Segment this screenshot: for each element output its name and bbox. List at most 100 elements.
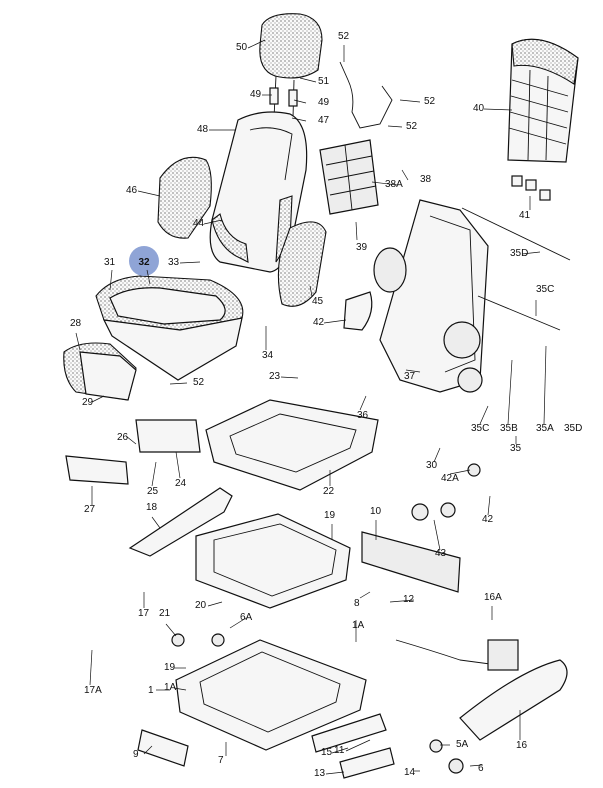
leader-line: [109, 269, 113, 291]
callout-label: 33: [168, 257, 180, 268]
leader-line: [521, 251, 541, 255]
callout-label: 45: [312, 296, 324, 307]
callout-label: 47: [318, 115, 330, 126]
leader-line: [291, 117, 307, 122]
leader-line: [389, 599, 415, 603]
leader-line: [543, 345, 547, 425]
leader-line: [399, 99, 421, 103]
callout-label: 25: [147, 486, 159, 497]
callout-label: 19: [324, 510, 336, 521]
leader-line: [169, 382, 188, 385]
callout-label: 14: [404, 767, 416, 778]
callout-label: 32: [138, 257, 150, 268]
callout-label: 50: [236, 42, 248, 53]
callout-label: 49: [318, 97, 330, 108]
callout-label: 31: [104, 257, 116, 268]
callout-label: 34: [262, 350, 274, 361]
leader-lines: [75, 39, 547, 775]
callout-label: 22: [323, 486, 335, 497]
leader-line: [151, 516, 161, 529]
seat-frame-lower: [195, 513, 351, 609]
leader-line: [483, 108, 513, 111]
backrest-cushion: [209, 111, 308, 273]
callout-label: 27: [84, 504, 96, 515]
callout-label: 41: [519, 210, 531, 221]
callout-label: 11: [334, 745, 345, 756]
seat-rail-left: [128, 487, 233, 557]
leader-line: [280, 376, 299, 379]
seat-foam-pan: [205, 399, 379, 491]
callout-label: 52: [193, 377, 205, 388]
side-bolster-right: [277, 221, 327, 307]
callout-label: 6A: [240, 612, 253, 623]
leader-line: [89, 649, 93, 686]
callout-label: 38: [420, 174, 432, 185]
callout-label: 5A: [456, 739, 469, 750]
leader-line: [165, 623, 177, 637]
leader-line: [449, 469, 471, 475]
leader-line: [355, 221, 358, 241]
callout-label: 29: [82, 397, 94, 408]
leader-line: [173, 687, 187, 691]
callout-label: 43: [435, 548, 447, 559]
callout-label: 16A: [484, 592, 502, 603]
callout-label: 21: [159, 608, 171, 619]
callout-label: 9: [133, 749, 139, 760]
callout-label: 12: [403, 594, 415, 605]
leader-line: [293, 99, 307, 104]
leader-line: [175, 451, 181, 479]
callout-label: 35C: [471, 423, 489, 434]
side-bolster-left: [157, 156, 212, 239]
callout-label: 46: [126, 185, 138, 196]
rail-cover-9: [137, 729, 189, 767]
callout-label: 6: [478, 763, 484, 774]
leader-line: [325, 771, 345, 775]
wiring-harness-upper: [339, 61, 393, 129]
callout-label: 8: [354, 598, 360, 609]
wiring-harness-lower: [395, 639, 513, 665]
callout-label: 40: [473, 103, 485, 114]
headrest: [259, 13, 323, 119]
leader-line: [405, 369, 421, 373]
fasteners: [171, 463, 481, 774]
callout-label: 1A: [164, 682, 177, 693]
seat-base-frame: [175, 639, 367, 751]
callout-label: 42: [313, 317, 325, 328]
leader-line: [143, 745, 153, 755]
callout-label: 37: [404, 371, 416, 382]
callout-label: 49: [250, 89, 262, 100]
callout-label: 35A: [536, 423, 554, 434]
leader-line: [207, 601, 223, 607]
callout-label: 28: [70, 318, 82, 329]
control-module: [487, 639, 519, 671]
side-trim-right: [459, 659, 568, 741]
callout-label: 23: [269, 371, 281, 382]
leader-line: [331, 747, 349, 754]
callout-label: 17A: [84, 685, 102, 696]
leader-line: [75, 332, 81, 351]
seat-side-panel: [135, 419, 201, 453]
leader-line: [469, 764, 483, 767]
leader-line: [345, 739, 371, 752]
callout-label: 13: [314, 768, 326, 779]
callout-label: 24: [175, 478, 187, 489]
callout-label: 1: [148, 685, 154, 696]
callout-label: 18: [146, 502, 158, 513]
leader-line: [401, 169, 409, 181]
underseat-panel: [361, 531, 461, 593]
leader-line: [371, 181, 398, 186]
trim-plate-upper: [343, 291, 373, 331]
leader-line: [359, 395, 367, 411]
backrest-frame-rear: [507, 38, 579, 201]
leader-line: [387, 125, 403, 128]
callout-label: 48: [197, 124, 209, 135]
callout-label: 51: [318, 76, 330, 87]
leader-line: [247, 39, 266, 49]
rail-cover-15: [311, 713, 387, 753]
callout-label: 35D: [510, 248, 528, 259]
callout-label: 39: [356, 242, 368, 253]
leader-line: [299, 77, 317, 83]
leader-line: [203, 219, 223, 225]
